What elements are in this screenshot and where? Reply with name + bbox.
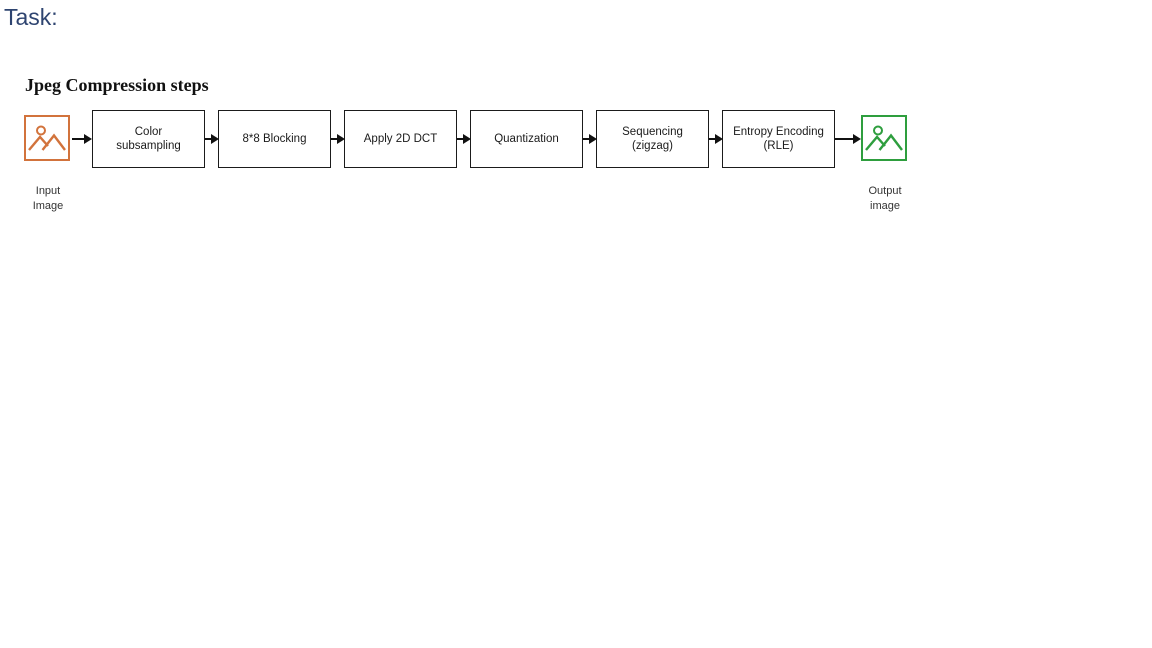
step-label-line1: Sequencing [622,126,683,138]
arrow-head [588,133,597,144]
arrow-shaft [72,138,86,140]
step-label: Entropy Encoding (RLE) [733,125,824,153]
arrow-right-icon [457,110,471,168]
pipeline-flow: Input Image Color subsampling 8*8 Blocki… [24,110,909,212]
step-label: 8*8 Blocking [243,132,307,146]
output-image-node: Output image [861,110,909,212]
output-image-caption: Output image [868,184,901,214]
task-header: Task: [4,4,58,30]
arrow-shaft [583,138,590,140]
image-icon [861,115,907,161]
step-label: Apply 2D DCT [364,132,438,146]
arrow-head [210,133,219,144]
arrow-shaft [331,138,338,140]
arrow-right-icon [72,110,92,168]
arrow-head [853,133,861,144]
arrow-shaft [457,138,464,140]
jpeg-compression-figure: Jpeg Compression steps Input Image [0,0,1152,230]
input-image-node: Input Image [24,110,72,212]
arrow-right-icon [331,110,345,168]
arrow-right-icon [835,110,861,168]
arrow-shaft [709,138,716,140]
arrow-shaft [835,138,855,140]
step-box-8x8-blocking[interactable]: 8*8 Blocking [218,110,331,168]
step-label-line2: (RLE) [763,140,794,152]
arrow-head [336,133,345,144]
arrow-right-icon [583,110,597,168]
input-caption-line1: Input [35,185,61,197]
arrow-right-icon [709,110,723,168]
arrow-right-icon [205,110,219,168]
step-box-entropy-encoding-rle[interactable]: Entropy Encoding (RLE) [722,110,835,168]
arrow-shaft [205,138,212,140]
step-label-line1: Entropy Encoding [733,126,824,138]
step-label-line1: 8*8 Blocking [242,133,307,145]
step-box-color-subsampling[interactable]: Color subsampling [92,110,205,168]
step-label: Quantization [494,132,559,146]
figure-title: Jpeg Compression steps [25,75,209,95]
output-caption-line1: Output [868,185,902,197]
image-icon [24,115,70,161]
arrow-head [714,133,723,144]
step-box-apply-2d-dct[interactable]: Apply 2D DCT [344,110,457,168]
step-label-line2: (zigzag) [632,140,673,152]
step-label-line1: Quantization [494,133,559,145]
step-label: Color subsampling [116,125,181,153]
output-caption-line2: image [870,200,900,212]
arrow-head [84,133,92,144]
input-image-caption: Input Image [33,184,64,214]
arrow-head [462,133,471,144]
step-label-line2: subsampling [116,140,181,152]
step-label-line1: Apply 2D DCT [363,133,438,145]
step-label-line1: Color [134,126,163,138]
input-caption-line2: Image [32,200,64,212]
step-label: Sequencing (zigzag) [622,125,683,153]
step-box-sequencing-zigzag[interactable]: Sequencing (zigzag) [596,110,709,168]
step-box-quantization[interactable]: Quantization [470,110,583,168]
